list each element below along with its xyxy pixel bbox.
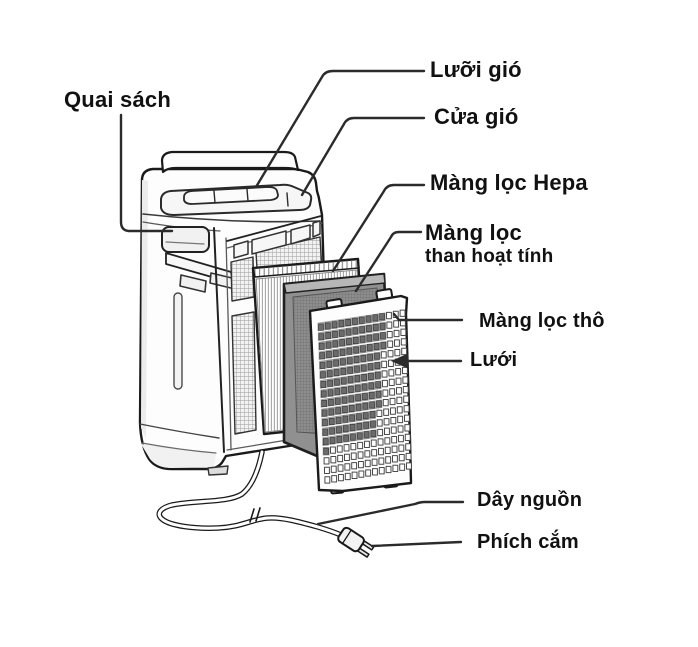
louver-blade — [183, 186, 279, 205]
mesh-arrow-icon — [391, 353, 408, 369]
pre-filter-hole-grid — [317, 309, 412, 484]
label-pre-filter: Màng lọc thô — [479, 310, 605, 332]
body-top-lid — [160, 150, 300, 174]
label-handle: Quai sách — [64, 87, 171, 112]
carbon-top-face — [283, 273, 386, 294]
label-carbon-filter-line2: than hoạt tính — [425, 246, 554, 268]
leader-lines — [119, 69, 465, 548]
label-air-outlet: Cửa gió — [434, 104, 519, 129]
pre-filter-panel — [308, 288, 413, 495]
body-back-top-slots — [233, 220, 321, 259]
leader-plug — [370, 540, 463, 548]
hepa-top-face — [252, 258, 360, 278]
leader-louver — [254, 69, 426, 189]
label-hepa-filter: Màng lọc Hepa — [430, 170, 588, 195]
label-plug: Phích cắm — [477, 531, 579, 553]
leader-handle — [119, 113, 174, 233]
label-mesh: Lưới — [470, 349, 518, 371]
label-louver: Lưỡi gió — [430, 57, 522, 82]
leader-cord — [316, 500, 465, 526]
power-plug — [337, 526, 375, 558]
label-carbon-filter-line1: Màng lọc — [425, 220, 522, 245]
leader-hepa — [331, 183, 426, 273]
label-power-cord: Dây nguồn — [477, 489, 583, 511]
leader-pre-filter — [392, 312, 464, 322]
leader-air-outlet — [300, 116, 426, 197]
label-carbon-filter: Màng lọc than hoạt tính — [425, 220, 553, 269]
carry-handle-pocket — [161, 226, 210, 253]
power-cord — [156, 449, 344, 538]
leader-carbon — [354, 230, 423, 293]
